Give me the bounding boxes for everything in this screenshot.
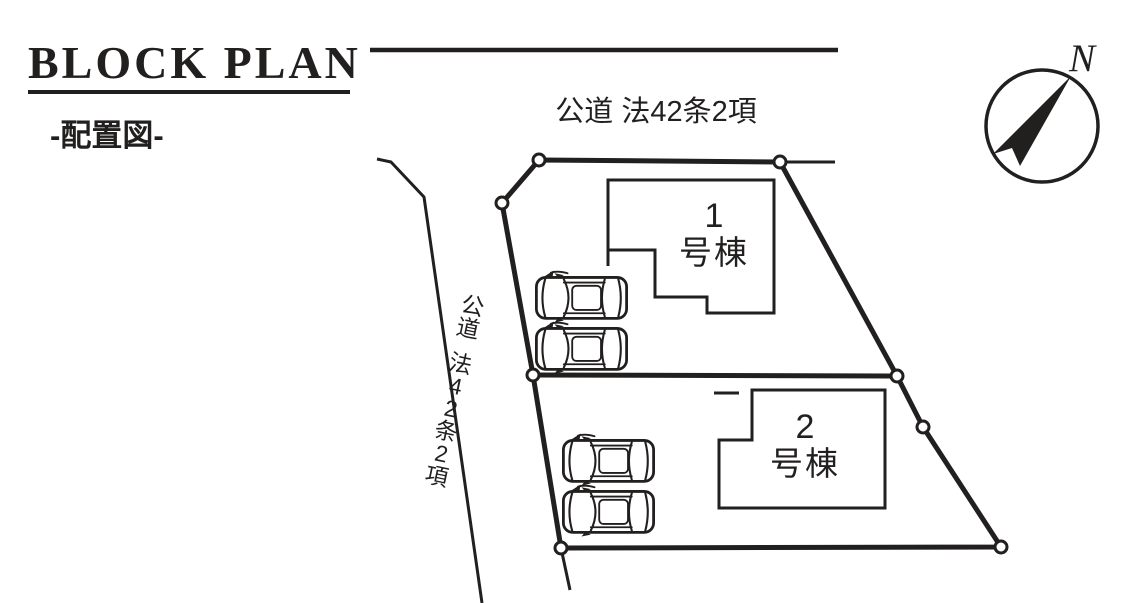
boundary-vertex-dot <box>772 154 788 170</box>
boundary-vertex-dot <box>494 195 510 211</box>
building-1-label: 1 号棟 <box>639 198 789 271</box>
page-subtitle: -配置図- <box>50 118 164 153</box>
boundary-vertex-dot <box>915 419 931 435</box>
boundary-vertex-dot <box>553 540 569 556</box>
north-arrow-icon <box>984 68 1100 184</box>
left-road-label-char: 道 <box>454 313 482 344</box>
left-road-edge-line <box>376 157 484 603</box>
building-2-label: 2 号棟 <box>730 409 880 482</box>
page-title: BLOCK PLAN <box>28 37 361 88</box>
building-2-number: 2 <box>795 408 815 446</box>
boundary-vertex-dot <box>531 152 547 168</box>
north-label: N <box>1068 37 1095 80</box>
boundary-vertex-dot <box>993 539 1009 555</box>
lot-divider-line <box>532 372 898 379</box>
car-icon <box>535 269 628 324</box>
title-underline <box>28 90 350 94</box>
boundary-vertex-dot <box>525 367 541 383</box>
building-2-suffix: 号棟 <box>770 445 840 482</box>
car-icon <box>562 432 655 487</box>
building-2-outline <box>717 388 887 510</box>
left-road-label-char: 項 <box>422 461 451 492</box>
car-icon <box>562 483 655 538</box>
boundary-vertex-dots <box>494 152 1009 556</box>
building-1-number: 1 <box>704 197 724 235</box>
top-road-label: 公道 法42条2項 <box>555 96 757 128</box>
boundary-vertex-dot <box>889 368 905 384</box>
building-1-suffix: 号棟 <box>679 234 749 271</box>
car-icon <box>535 320 628 375</box>
building-1-outline <box>606 178 776 315</box>
